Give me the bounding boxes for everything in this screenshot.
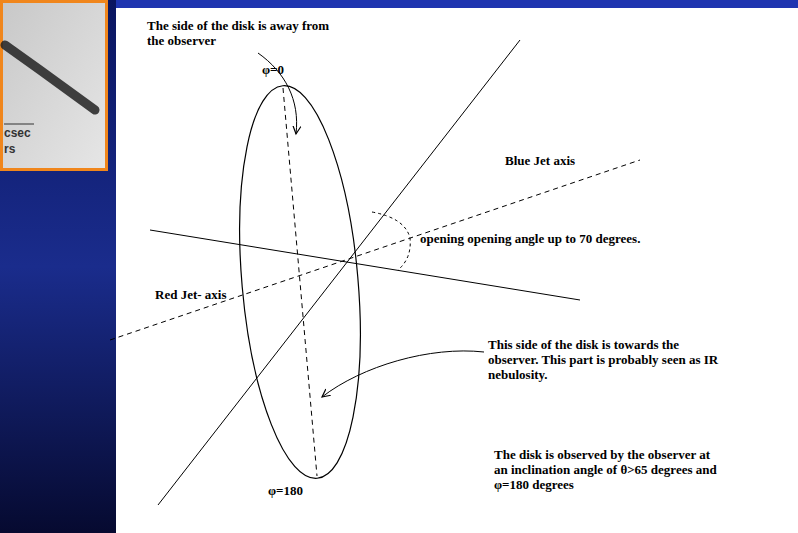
disk-axis-dashed xyxy=(283,88,317,476)
side-panel xyxy=(0,0,116,533)
leader-arrow xyxy=(322,351,484,397)
inset-stroke xyxy=(5,45,95,110)
disk-ellipse xyxy=(225,81,375,484)
leader-arrow xyxy=(258,53,297,134)
note-label: The disk is observed by the observer at … xyxy=(494,447,719,492)
note-label: This side of the disk is towards the obs… xyxy=(488,337,723,382)
axis-label: Blue Jet axis xyxy=(505,153,575,168)
top-bar xyxy=(116,0,798,8)
note-label: The side of the disk is away from the ob… xyxy=(147,18,347,48)
inset-image xyxy=(2,2,107,170)
axis-label: Red Jet- axis xyxy=(155,287,227,302)
angle-note: opening opening angle up to 70 degrees. xyxy=(420,231,640,246)
angle-label: φ=180 xyxy=(268,483,303,498)
inset-text: rs xyxy=(4,142,15,156)
opening-angle-arc xyxy=(372,212,410,270)
inset-overline xyxy=(4,124,34,125)
disk-plane-line xyxy=(158,40,520,505)
inset-text: csec xyxy=(4,126,31,140)
angle-label: φ=0 xyxy=(262,62,284,77)
jet-axis xyxy=(110,160,640,340)
